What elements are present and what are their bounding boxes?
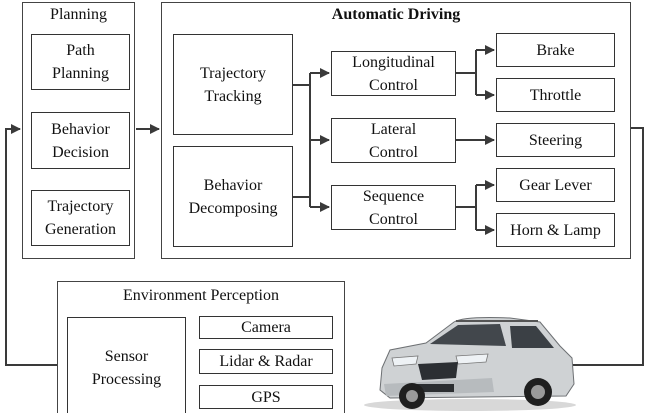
sequence-control-box: Sequence Control [331, 185, 456, 230]
driving-to-vehicle-arrow [555, 127, 644, 370]
vehicle-image [364, 317, 576, 411]
behavior-decomposing-box: Behavior Decomposing [173, 146, 293, 247]
gear-lever-box: Gear Lever [496, 168, 615, 202]
trajectory-tracking-box: Trajectory Tracking [173, 34, 293, 135]
sensor-processing-box: Sensor Processing [67, 317, 186, 413]
camera-box: Camera [199, 316, 333, 339]
automatic-driving-title: Automatic Driving [331, 6, 461, 23]
path-planning-box: Path Planning [31, 34, 130, 90]
behavior-decision-box: Behavior Decision [31, 112, 130, 169]
automatic-driving-group [161, 2, 631, 259]
gps-box: GPS [199, 385, 333, 409]
steering-box: Steering [496, 123, 615, 157]
planning-group [22, 2, 135, 259]
feedback-arrow-left [5, 124, 57, 366]
throttle-box: Throttle [496, 78, 615, 112]
longitudinal-control-box: Longitudinal Control [331, 51, 456, 96]
environment-perception-title: Environment Perception [123, 287, 279, 304]
planning-title: Planning [50, 6, 107, 23]
lateral-control-box: Lateral Control [331, 118, 456, 163]
environment-perception-group [57, 281, 345, 413]
brake-box: Brake [496, 33, 615, 67]
trajectory-generation-box: Trajectory Generation [31, 190, 130, 246]
horn-lamp-box: Horn & Lamp [496, 213, 615, 247]
lidar-radar-box: Lidar & Radar [199, 349, 333, 374]
